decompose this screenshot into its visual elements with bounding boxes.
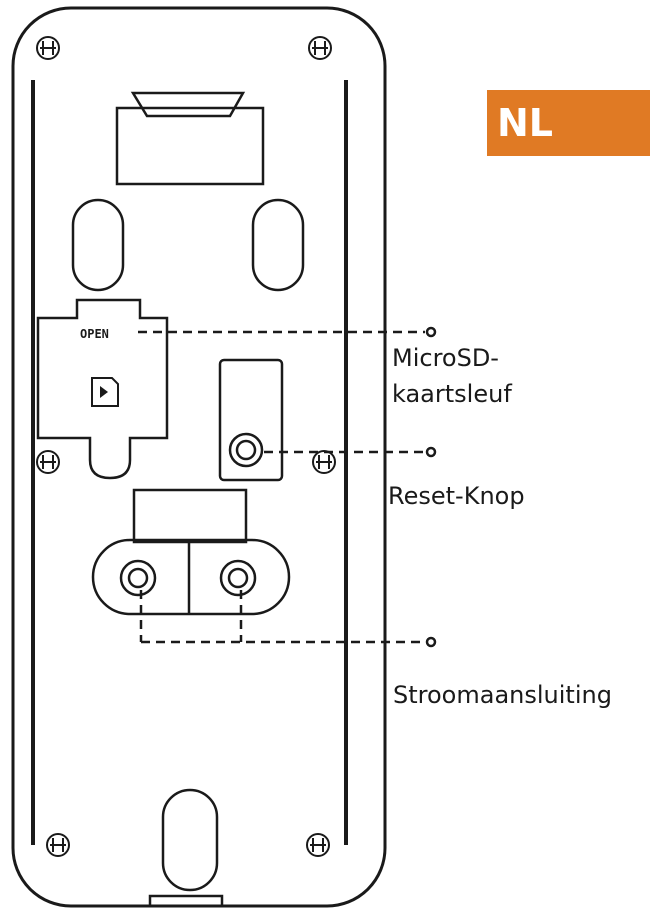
device-outline bbox=[11, 6, 387, 908]
microsd-slot-label: MicroSD- kaartsleuf bbox=[392, 340, 512, 412]
bottom-notch bbox=[148, 894, 224, 906]
leader-dot-power bbox=[425, 636, 437, 648]
leader-dot-reset bbox=[425, 446, 437, 458]
screw-icon bbox=[46, 833, 70, 857]
language-badge: NL bbox=[487, 90, 650, 156]
camera-window bbox=[115, 91, 265, 186]
reset-button[interactable] bbox=[228, 432, 264, 468]
screw-icon bbox=[308, 36, 332, 60]
power-terminal-left bbox=[119, 559, 157, 597]
reset-housing bbox=[218, 358, 284, 482]
power-block bbox=[132, 488, 248, 544]
sd-card-icon bbox=[91, 377, 119, 407]
sd-slot-marking: OPEN bbox=[80, 327, 109, 341]
screw-icon bbox=[36, 450, 60, 474]
power-terminal-right bbox=[219, 559, 257, 597]
reset-button-label: Reset-Knop bbox=[388, 482, 525, 510]
mount-hole-right bbox=[251, 198, 305, 292]
mount-hole-left bbox=[71, 198, 125, 292]
microsd-label-line2: kaartsleuf bbox=[392, 380, 512, 408]
leader-power bbox=[139, 590, 425, 644]
leader-dot-microsd bbox=[425, 326, 437, 338]
microsd-label-line1: MicroSD- bbox=[392, 344, 499, 372]
power-terminals bbox=[91, 538, 291, 616]
screw-icon bbox=[312, 450, 336, 474]
screw-icon bbox=[36, 36, 60, 60]
power-connection-label: Stroomaansluiting bbox=[393, 681, 612, 709]
mount-hole-bottom bbox=[161, 788, 219, 892]
screw-icon bbox=[306, 833, 330, 857]
sd-card-cover bbox=[36, 298, 169, 480]
